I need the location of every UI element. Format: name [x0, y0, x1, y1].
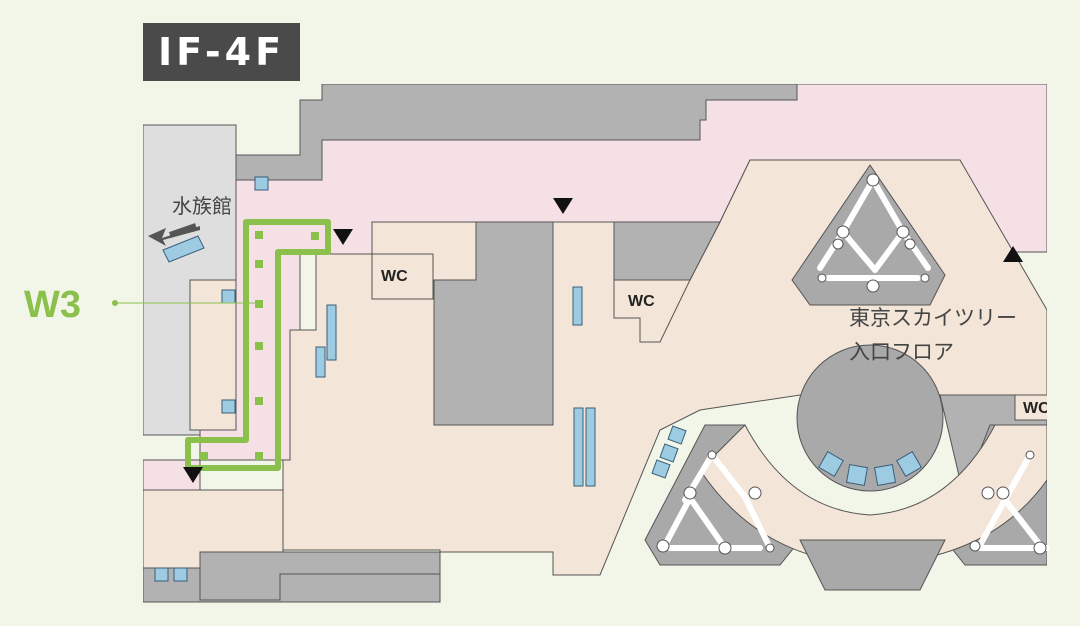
- wc-box-3: [1014, 394, 1047, 421]
- skytree-label-line1: 東京スカイツリー: [849, 306, 1017, 330]
- elevator-icon: [651, 425, 922, 487]
- restroom-label-2: WC: [628, 293, 655, 310]
- tower-nodes-right: [969, 450, 1047, 555]
- floor-label: IF-4F: [143, 23, 300, 81]
- tower-leg-top: [791, 164, 946, 306]
- escalator-icon: [154, 176, 596, 582]
- central-rotunda: [796, 344, 944, 492]
- restroom-label-1: WC: [381, 268, 408, 285]
- route-dots: [200, 231, 319, 460]
- plaza-ring: [699, 424, 1047, 566]
- route-path: [185, 219, 331, 471]
- gray-block-1: [433, 221, 554, 426]
- bottom-left-shop: [143, 489, 284, 569]
- left-shops: [189, 279, 237, 431]
- plaza-triangle-base: [799, 539, 946, 591]
- tower-nodes-top: [817, 173, 930, 293]
- aquarium-label: 水族館: [172, 194, 232, 218]
- wc-box-1: [371, 253, 434, 300]
- route-label: W3: [24, 284, 81, 326]
- entrance-arrow-icon: [183, 198, 1023, 483]
- arrow-left-icon: [148, 223, 200, 246]
- skytree-label-line2: 入口フロア: [849, 340, 954, 364]
- tower-structure-top: [817, 177, 931, 281]
- tower-nodes-left: [656, 450, 775, 555]
- wc-box-2: [613, 279, 691, 343]
- route-leader-dot: [112, 300, 118, 306]
- restroom-label-3: WC: [1023, 400, 1047, 417]
